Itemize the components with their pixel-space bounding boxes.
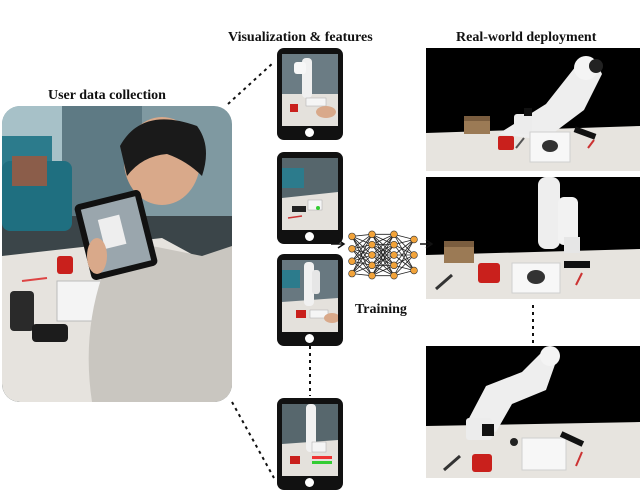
network-node xyxy=(390,240,398,249)
title-real-world-deployment: Real-world deployment xyxy=(456,30,597,45)
tablet-frame-3 xyxy=(277,254,343,346)
network-node xyxy=(368,251,376,259)
home-button-icon xyxy=(305,232,314,241)
network-node xyxy=(410,266,418,275)
network-node xyxy=(348,232,356,241)
network-node xyxy=(368,261,376,270)
title-user-data-collection: User data collection xyxy=(48,88,166,103)
network-node xyxy=(348,269,356,278)
network-node xyxy=(368,230,376,239)
network-node xyxy=(348,245,356,253)
home-button-icon xyxy=(305,478,314,487)
neural-network-icon xyxy=(346,220,420,290)
deployment-photo-3 xyxy=(426,346,640,478)
home-button-icon xyxy=(305,128,314,137)
deployment-photo-2 xyxy=(426,177,640,299)
network-node xyxy=(368,271,376,280)
network-node xyxy=(390,261,398,270)
network-node xyxy=(390,251,398,259)
title-visualization-features: Visualization & features xyxy=(228,30,373,45)
training-label: Training xyxy=(355,302,407,317)
tablet-frame-1 xyxy=(277,48,343,140)
tablet-frame-4 xyxy=(277,398,343,490)
network-node xyxy=(390,230,398,239)
network-node xyxy=(348,257,356,265)
user-photo xyxy=(2,106,232,402)
network-node xyxy=(368,240,376,249)
home-button-icon xyxy=(305,334,314,343)
network-node xyxy=(410,251,418,259)
tablet-frame-2 xyxy=(277,152,343,244)
network-node xyxy=(410,235,418,244)
network-node xyxy=(390,271,398,280)
deployment-photo-1 xyxy=(426,48,640,171)
